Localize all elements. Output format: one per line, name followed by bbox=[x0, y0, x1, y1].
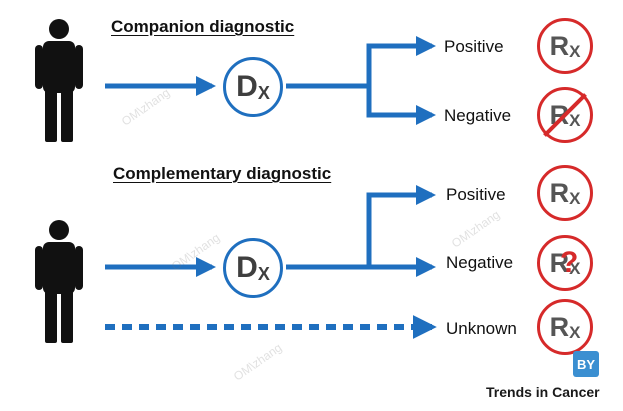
rx-subscript: X bbox=[569, 42, 581, 61]
dx-letter: D bbox=[236, 251, 258, 284]
arrow-negative-companion bbox=[366, 86, 436, 125]
outcome-label-positive: Positive bbox=[444, 37, 504, 56]
rx-letter: R bbox=[549, 311, 570, 342]
arrow-positive-companion bbox=[366, 36, 436, 86]
outcome-label-negative: Negative bbox=[444, 106, 512, 125]
outcome-label-positive: Positive bbox=[446, 185, 506, 204]
dx-subscript: X bbox=[257, 83, 270, 103]
rx-letter: R bbox=[549, 247, 570, 278]
rx-subscript: X bbox=[569, 111, 581, 130]
person-icon bbox=[35, 220, 83, 343]
complementary-heading: Complementary diagnostic bbox=[113, 164, 332, 183]
rx-letter: R bbox=[549, 30, 570, 61]
license-badge: BY bbox=[573, 351, 599, 377]
companion-heading: Companion diagnostic bbox=[111, 17, 295, 36]
arrow-positive-complementary bbox=[366, 185, 436, 267]
journal-credit: Trends in Cancer bbox=[486, 384, 600, 400]
question-mark-icon: ? bbox=[560, 246, 579, 279]
rx-letter: R bbox=[549, 177, 570, 208]
rx-subscript: X bbox=[569, 259, 581, 278]
dx-letter: D bbox=[236, 70, 258, 103]
outcome-label-negative: Negative bbox=[446, 253, 514, 272]
dx-subscript: X bbox=[257, 264, 270, 284]
rx-subscript: X bbox=[569, 323, 581, 342]
person-icon bbox=[35, 19, 83, 142]
rx-subscript: X bbox=[569, 189, 581, 208]
outcome-label-unknown: Unknown bbox=[446, 319, 517, 338]
